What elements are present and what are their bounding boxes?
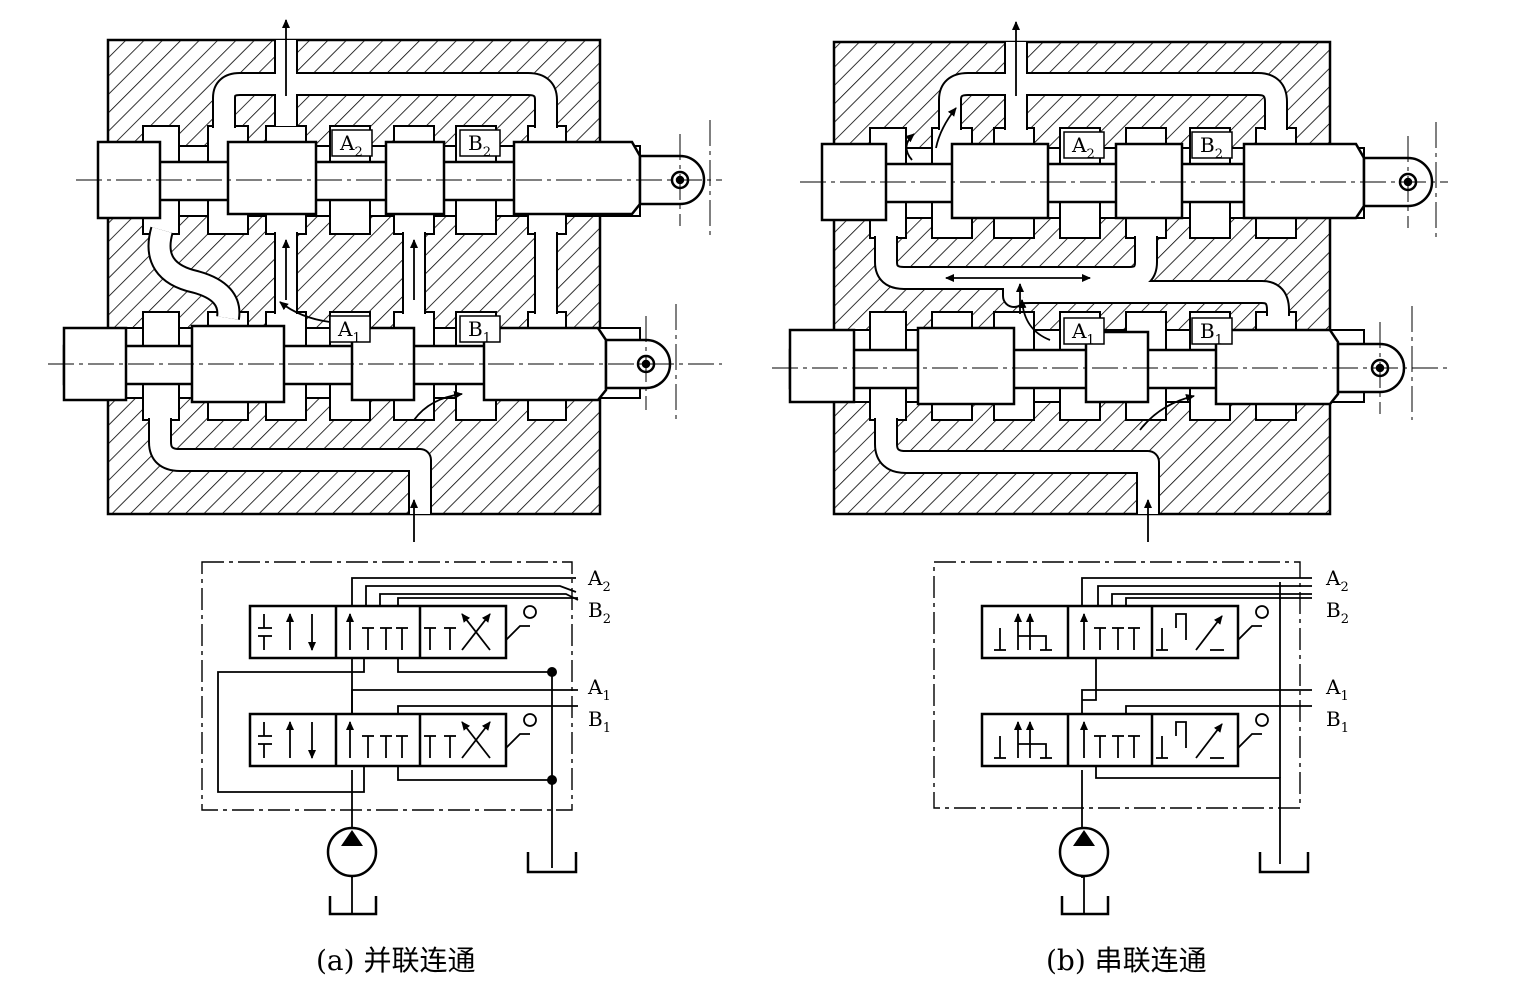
circuit-lines	[217, 577, 579, 878]
port-label-a2: A2	[587, 566, 611, 595]
section-port-labels	[329, 129, 501, 343]
valve-section-a	[48, 19, 722, 542]
pump-symbol	[326, 826, 378, 916]
flow-arrows	[905, 21, 1195, 542]
section-label-b1: B1	[468, 317, 491, 346]
hydraulic-symbol-a	[201, 561, 579, 916]
port-label-b1: B1	[588, 707, 611, 736]
section-label-a1: A1	[337, 317, 361, 346]
centerlines	[772, 122, 1448, 420]
port-label-b2: B2	[1326, 598, 1349, 627]
valve-section-b	[772, 21, 1448, 542]
figure-caption-b: (b) 串联连通	[1046, 944, 1207, 977]
section-label-b1: B1	[1200, 319, 1223, 348]
section-label-a2: A2	[339, 131, 363, 160]
section-port-labels	[1063, 131, 1233, 345]
lower-spool	[788, 326, 1406, 406]
directional-valve-1	[980, 712, 1240, 768]
centerlines	[48, 120, 722, 420]
tank-symbol	[1258, 852, 1310, 874]
tank-symbol	[526, 852, 578, 874]
port-label-a1: A1	[1325, 675, 1349, 704]
valve-block-outline	[933, 561, 1301, 809]
valve-block-outline	[201, 561, 573, 811]
pump-symbol	[1058, 826, 1110, 916]
section-label-b2: B2	[468, 131, 491, 160]
port-label-b2: B2	[588, 598, 611, 627]
hydraulic-symbol-b	[933, 561, 1312, 916]
figure-caption-a: (a) 并联连通	[316, 944, 475, 977]
valve-internal-symbols	[258, 605, 537, 759]
directional-valve-2	[980, 604, 1240, 660]
upper-spool	[820, 142, 1434, 222]
port-label-a2: A2	[1325, 566, 1349, 595]
section-label-a1: A1	[1071, 319, 1095, 348]
valve-internal-symbols	[994, 605, 1269, 759]
port-label-a1: A1	[587, 675, 611, 704]
section-label-a2: A2	[1071, 133, 1095, 162]
directional-valve-1	[248, 712, 508, 768]
flow-arrows	[279, 19, 463, 542]
port-label-b1: B1	[1326, 707, 1349, 736]
directional-valve-2	[248, 604, 508, 660]
section-label-b2: B2	[1200, 133, 1223, 162]
